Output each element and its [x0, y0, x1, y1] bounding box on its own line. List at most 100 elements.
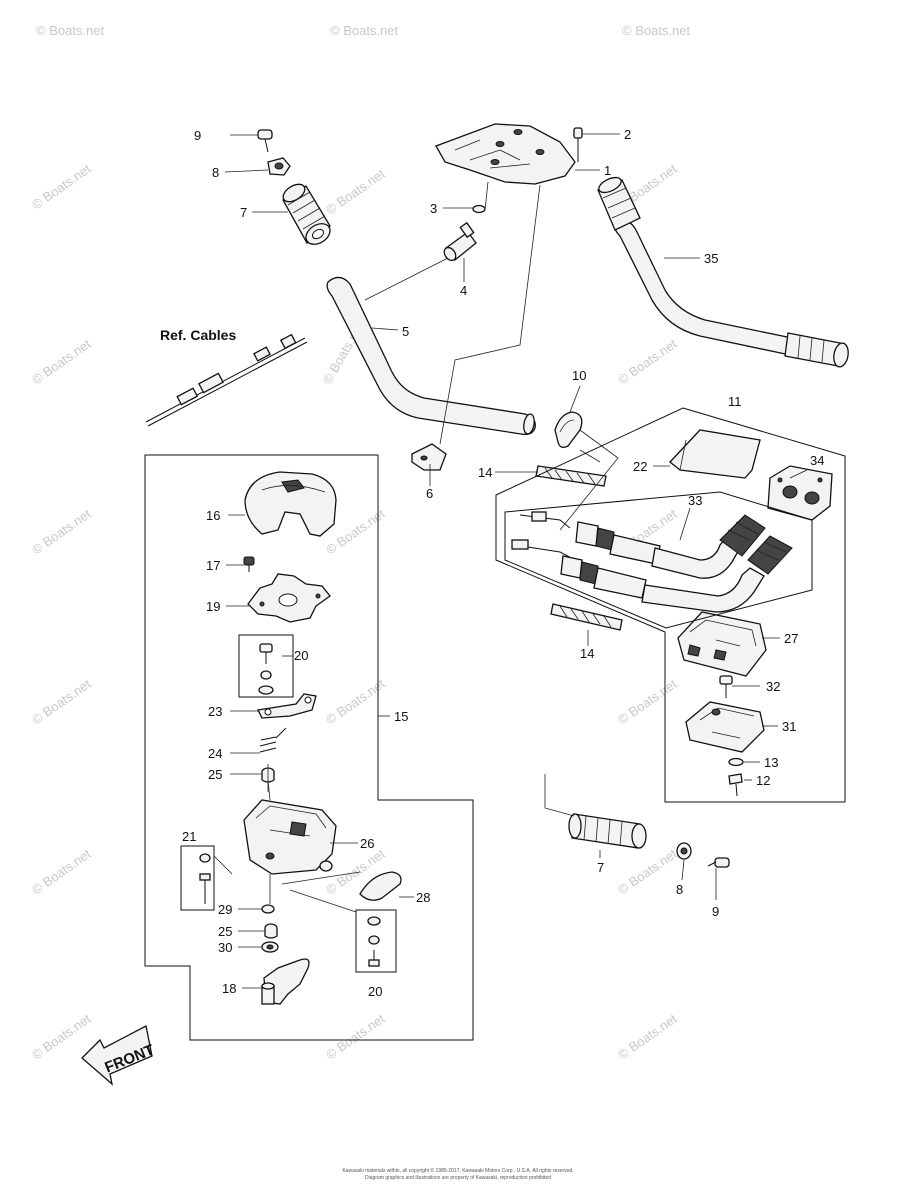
watermark: © Boats.net	[330, 23, 399, 38]
watermark: © Boats.net	[29, 161, 94, 213]
part-16-cover	[244, 471, 337, 537]
watermark: © Boats.net	[323, 166, 388, 218]
callout-27: 27	[784, 631, 798, 646]
front-arrow: FRONT	[81, 1025, 157, 1086]
callout-7: 7	[597, 860, 604, 875]
lead-lines	[213, 133, 808, 989]
callout-17: 17	[206, 558, 220, 573]
callout-32: 32	[766, 679, 780, 694]
callout-28: 28	[416, 890, 430, 905]
part-20-box-lower	[355, 909, 397, 973]
ref-cables-illustration	[145, 333, 308, 427]
watermark: © Boats.net	[29, 336, 94, 388]
part-20-fastener-set-upper	[258, 643, 274, 695]
assembly-15-outline	[144, 454, 474, 1041]
callout-14: 14	[580, 646, 594, 661]
callout-30: 30	[218, 940, 232, 955]
callout-6: 6	[426, 486, 433, 501]
callout-7: 7	[240, 205, 247, 220]
copyright-line-1: Kawasaki materials within, all copyright…	[342, 1167, 573, 1174]
part-4-fitting	[443, 221, 477, 262]
callout-9: 9	[712, 904, 719, 919]
callout-14: 14	[478, 465, 492, 480]
part-26-case	[243, 799, 337, 875]
part-35-handlebar-right	[597, 176, 849, 368]
part-20-fastener-set-lower	[367, 916, 381, 967]
part-19-gasket	[247, 573, 331, 623]
part-34-housing	[767, 465, 833, 521]
part-10-clip	[554, 411, 583, 448]
callout-24: 24	[208, 746, 222, 761]
callout-22: 22	[633, 459, 647, 474]
part-7-grip-left	[282, 183, 331, 245]
callout-1: 1	[604, 163, 611, 178]
part-14-strip-upper	[535, 465, 607, 487]
part-3-washer	[472, 204, 486, 214]
callout-35: 35	[704, 251, 718, 266]
part-21-fastener-set	[199, 853, 211, 904]
part-31-lower-case	[685, 701, 765, 753]
callout-2: 2	[624, 127, 631, 142]
part-25-bushing-lower	[264, 923, 278, 939]
watermark: © Boats.net	[615, 1011, 680, 1063]
part-20-box-upper	[238, 634, 294, 698]
callout-13: 13	[764, 755, 778, 770]
ref-cables-label: Ref. Cables	[160, 327, 236, 343]
callout-12: 12	[756, 773, 770, 788]
footer: Kawasaki materials within, all copyright…	[342, 1167, 573, 1181]
assembly-11-outline	[495, 407, 846, 803]
callout-33: 33	[688, 493, 702, 508]
part-9-screw-left	[257, 129, 273, 153]
part-28-clip	[359, 871, 402, 901]
part-1-bracket-plate	[435, 123, 576, 185]
part-6-clamp	[411, 443, 447, 471]
part-27-switch-housing	[677, 611, 767, 677]
callout-15: 15	[394, 709, 408, 724]
callout-31: 31	[782, 719, 796, 734]
callout-11: 11	[728, 394, 742, 409]
callout-29: 29	[218, 902, 232, 917]
part-9-screw-right	[707, 857, 730, 868]
callout-23: 23	[208, 704, 222, 719]
part-17-screw	[243, 556, 255, 572]
part-29-o-ring	[261, 904, 275, 914]
watermark: © Boats.net	[29, 846, 94, 898]
watermark: © Boats.net	[36, 23, 105, 38]
watermark: © Boats.net	[29, 506, 94, 558]
callout-5: 5	[402, 324, 409, 339]
copyright-line-2: Diagram graphics and illustrations are p…	[365, 1175, 551, 1181]
part-2-screw	[573, 127, 583, 162]
watermark: © Boats.net	[615, 676, 680, 728]
callout-26: 26	[360, 836, 374, 851]
part-14-strip-lower	[550, 603, 623, 631]
callout-8: 8	[676, 882, 683, 897]
callouts: 9 8 7 2 1 3 4 35 5 Ref. Cables 6 10 11 1…	[160, 127, 824, 999]
callout-20: 20	[368, 984, 382, 999]
watermark: © Boats.net	[615, 336, 680, 388]
part-12-screw	[728, 773, 743, 797]
callout-25: 25	[218, 924, 232, 939]
callout-19: 19	[206, 599, 220, 614]
callout-18: 18	[222, 981, 236, 996]
watermark: © Boats.net	[622, 23, 691, 38]
callout-20: 20	[294, 648, 308, 663]
part-13-washer	[728, 757, 744, 767]
callout-9: 9	[194, 128, 201, 143]
callout-8: 8	[212, 165, 219, 180]
callout-34: 34	[810, 453, 824, 468]
part-21-box	[180, 845, 215, 911]
callout-10: 10	[572, 368, 586, 383]
part-22-pad	[669, 429, 761, 479]
callout-16: 16	[206, 508, 220, 523]
part-30-washer	[261, 941, 279, 953]
callout-4: 4	[460, 283, 467, 298]
watermark: © Boats.net	[615, 846, 680, 898]
part-24-spring	[259, 727, 287, 753]
part-23-plate	[257, 693, 317, 719]
part-33-cable-assembly	[511, 511, 793, 613]
watermark: © Boats.net	[29, 1011, 94, 1063]
watermark: © Boats.net	[323, 1011, 388, 1063]
watermark: © Boats.net	[29, 676, 94, 728]
